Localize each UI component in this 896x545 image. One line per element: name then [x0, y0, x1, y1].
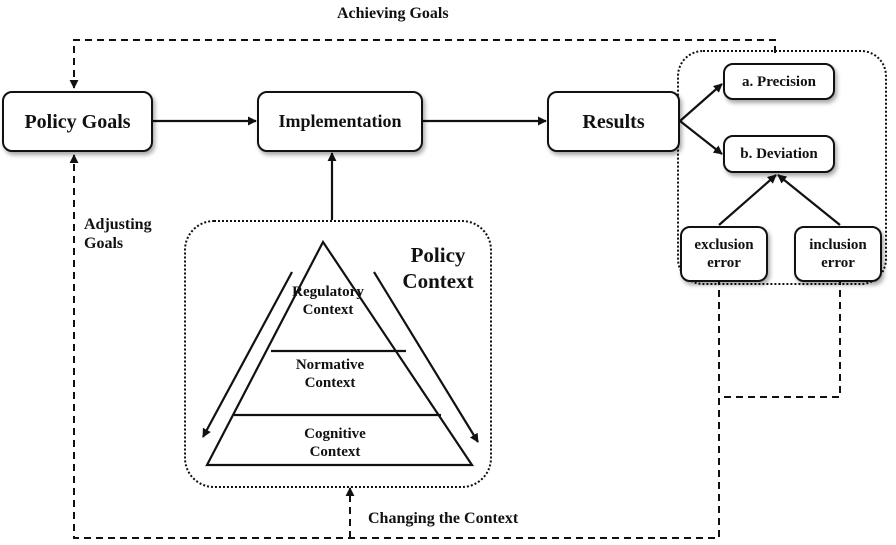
- results-label: Results: [582, 110, 645, 133]
- arrow-inclusion-to-deviation: [777, 174, 841, 226]
- policy-context-group: [184, 220, 492, 488]
- policy-context-pyramid: [205, 239, 475, 467]
- arrow-results-to-deviation: [679, 120, 723, 155]
- precision-label: a. Precision: [742, 73, 816, 90]
- precision-node[interactable]: a. Precision: [723, 63, 835, 100]
- achieving-goals-label: Achieving Goals: [337, 5, 449, 22]
- changing-the-context-label: Changing the Context: [368, 510, 519, 527]
- policy-context-title: Policy Context: [402, 243, 474, 294]
- dashed-inclusion-feedback: [719, 278, 841, 398]
- arrow-results-to-precision: [679, 83, 723, 122]
- cognitive-context-label: Cognitive Context: [304, 426, 366, 460]
- dashed-achieving-goals-loop: [69, 39, 776, 89]
- pyramid-right-down-arrow: [373, 271, 479, 443]
- exclusion-error-label: exclusion error: [694, 237, 754, 271]
- pyramid-left-down-arrow: [202, 271, 293, 438]
- deviation-label: b. Deviation: [740, 146, 818, 162]
- deviation-node[interactable]: b. Deviation: [723, 135, 835, 173]
- implementation-node[interactable]: Implementation: [257, 91, 423, 152]
- policy-goals-node[interactable]: Policy Goals: [2, 91, 153, 152]
- results-node[interactable]: Results: [547, 91, 680, 152]
- normative-context-label: Normative Context: [295, 357, 365, 391]
- adjusting-goals-label: Adjusting Goals: [84, 216, 152, 253]
- exclusion-error-node[interactable]: exclusion error: [680, 226, 768, 282]
- results-outcomes-group: [677, 50, 887, 285]
- arrow-exclusion-to-deviation: [718, 174, 777, 226]
- regulatory-context-label: Regulatory Context: [292, 284, 364, 318]
- dashed-adjusting-goals-loop: [69, 154, 720, 539]
- inclusion-error-node[interactable]: inclusion error: [794, 226, 882, 282]
- policy-goals-label: Policy Goals: [24, 110, 131, 133]
- inclusion-error-label: inclusion error: [809, 237, 867, 271]
- implementation-label: Implementation: [278, 110, 402, 131]
